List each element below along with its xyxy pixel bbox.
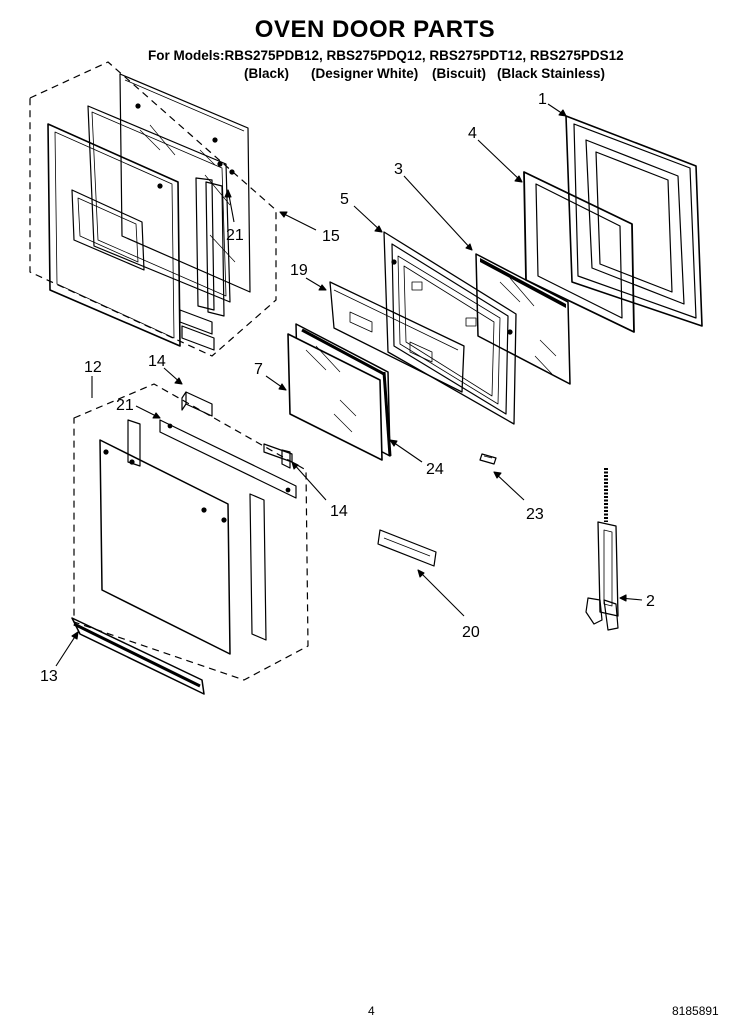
- callout-5: 5: [340, 191, 349, 208]
- callout-23: 23: [526, 506, 544, 523]
- callout-21-upper: 21: [226, 227, 244, 244]
- callout-24: 24: [426, 461, 444, 478]
- bracket-14-upper: [181, 391, 213, 417]
- callout-12: 12: [84, 359, 102, 376]
- callout-19: 19: [290, 262, 308, 279]
- callout-labels: 1 4 3 5 21 15 19 7 12 14 21 24 14 23 2 2…: [40, 91, 655, 685]
- callout-15: 15: [322, 228, 340, 245]
- callout-2: 2: [646, 593, 655, 610]
- models-line: For Models:RBS275PDB12, RBS275PDQ12, RBS…: [148, 48, 624, 63]
- callout-13: 13: [40, 668, 58, 685]
- outer-door-assembly-15: [29, 61, 277, 357]
- callout-14-upper: 14: [148, 353, 166, 370]
- leader-lines: [55, 103, 643, 667]
- insulation-plate-19: [329, 281, 465, 393]
- callout-14-lower: 14: [330, 503, 348, 520]
- callout-7: 7: [254, 361, 263, 378]
- color-black: (Black): [244, 66, 290, 81]
- color-black-stainless: (Black Stainless): [497, 66, 606, 81]
- callout-20: 20: [462, 624, 480, 641]
- page-number: 4: [368, 1004, 375, 1018]
- callout-3: 3: [394, 161, 403, 178]
- color-biscuit: (Biscuit): [432, 66, 486, 81]
- page-title: OVEN DOOR PARTS: [254, 16, 496, 43]
- color-designer-white: (Designer White): [311, 66, 419, 81]
- bottom-trim-13: [71, 617, 205, 695]
- door-gasket-1: [565, 115, 703, 327]
- strip-20: [377, 529, 437, 567]
- callout-4: 4: [468, 125, 477, 142]
- bracket-14-lower: [263, 443, 293, 469]
- hinge-2: [585, 468, 619, 631]
- door-frame-4: [523, 171, 635, 333]
- clip-23: [479, 453, 497, 465]
- inner-liner-5: [383, 231, 517, 425]
- callout-1: 1: [538, 91, 547, 108]
- callout-21-lower: 21: [116, 397, 134, 414]
- document-number: 8185891: [672, 1004, 719, 1018]
- glass-panel-3: [475, 253, 571, 385]
- inner-glass-7: [287, 333, 383, 461]
